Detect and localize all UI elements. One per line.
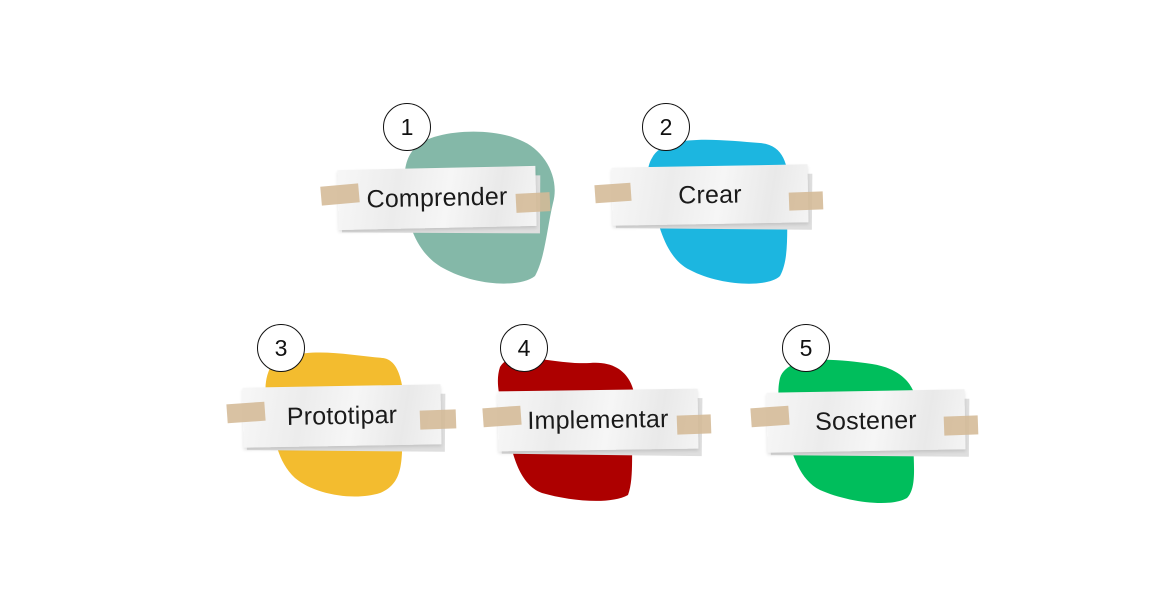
step-4-tape-left <box>482 405 522 428</box>
step-4-number-badge: 4 <box>500 324 548 372</box>
step-4-tape-right <box>676 414 712 435</box>
step-4: 4 Implementar <box>0 0 712 501</box>
step-5-number: 5 <box>799 334 813 361</box>
step-1-tape-right <box>515 192 551 213</box>
step-3-label-card: Prototipar <box>242 384 446 452</box>
step-3-tape-right <box>419 409 457 430</box>
step-2-tape-left <box>594 182 632 204</box>
step-2: 2 Crear <box>0 0 824 284</box>
step-5: 5 Sostener <box>0 0 979 504</box>
step-1-label-card: Comprender <box>337 165 541 234</box>
step-2-number-badge: 2 <box>642 103 690 151</box>
step-2-label-card: Crear <box>611 164 813 230</box>
step-4-number: 4 <box>517 334 531 361</box>
step-1-label: Comprender <box>366 182 508 213</box>
step-3: 3 Prototipar <box>0 0 457 497</box>
step-3-number: 3 <box>274 334 288 361</box>
step-3-label: Prototipar <box>286 400 398 431</box>
step-5-tape-left <box>750 405 790 428</box>
step-5-label: Sostener <box>814 405 918 436</box>
step-1: 1 Comprender <box>0 0 555 284</box>
step-5-number-badge: 5 <box>782 324 830 372</box>
step-1-number: 1 <box>400 113 414 140</box>
step-1-number-badge: 1 <box>383 103 431 151</box>
step-2-tape-right <box>788 191 824 211</box>
step-1-tape-left <box>320 183 360 206</box>
step-2-label: Crear <box>677 179 742 210</box>
step-4-label: Implementar <box>527 404 669 435</box>
step-2-number: 2 <box>659 113 673 140</box>
step-3-number-badge: 3 <box>257 324 305 372</box>
step-3-tape-left <box>226 401 266 424</box>
step-4-label-card: Implementar <box>497 388 703 457</box>
step-5-label-card: Sostener <box>766 389 970 457</box>
step-5-tape-right <box>943 415 979 436</box>
